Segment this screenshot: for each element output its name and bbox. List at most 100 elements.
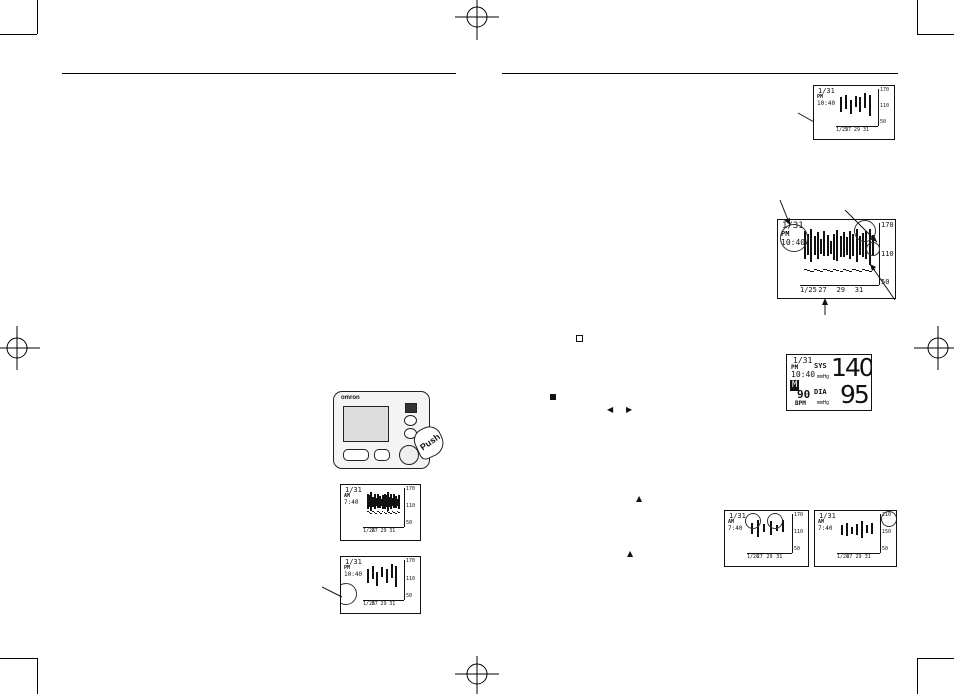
graph-trend-dot	[376, 511, 379, 512]
graph-bar	[763, 524, 766, 533]
scale-label-1: 110	[406, 575, 416, 582]
graph-bar	[371, 496, 374, 507]
x-label-2: 29	[380, 601, 387, 607]
x-label-3: 31	[864, 554, 871, 560]
crop-mark	[37, 0, 38, 34]
device-brand: omron	[341, 395, 360, 401]
highlight-circle	[780, 224, 808, 252]
graph-time: 10:40	[817, 100, 836, 107]
graph-trend-dot	[381, 511, 384, 512]
graph-trend-dot	[849, 271, 853, 272]
graph-trend-dot	[380, 513, 382, 514]
graph-bar	[388, 496, 391, 507]
crop-mark	[0, 658, 37, 659]
graph-trend-dot	[390, 513, 392, 514]
pulse-label: BPM	[795, 400, 806, 407]
scale-label-2: 50	[880, 119, 887, 125]
reading-sys: 140	[831, 354, 872, 382]
graph-bar	[385, 568, 388, 583]
graph-bar	[391, 498, 394, 507]
x-label-0: 1/25	[800, 286, 817, 294]
graph-axis	[879, 223, 880, 285]
graph-trend-dot	[367, 511, 369, 512]
graph-bar	[844, 94, 847, 109]
graph-ampm: AM	[728, 519, 735, 525]
graph-bar	[871, 522, 873, 534]
x-label-3: 31	[863, 127, 870, 133]
graph-bar	[373, 494, 376, 510]
graph-bar	[386, 492, 389, 511]
graph-trend-dot	[396, 511, 399, 512]
graph-bar	[836, 230, 839, 261]
device-illustration: omron Push	[333, 391, 449, 469]
graph-trend-dot	[833, 269, 837, 270]
scale-label-1: 110	[880, 103, 890, 109]
graph-bar	[846, 522, 848, 537]
x-label-1: 27	[756, 554, 763, 560]
highlight-circle	[341, 583, 357, 605]
scale-label-2: 50	[882, 546, 889, 552]
reading-dia: 95	[840, 380, 870, 409]
graph-trend-dot	[378, 512, 381, 513]
graph-bar	[823, 231, 826, 257]
x-label-3: 31	[854, 286, 864, 294]
graph-baseline	[836, 126, 878, 127]
callout-line-left	[322, 586, 343, 598]
x-label-1: 27	[818, 286, 827, 294]
graph-trend-dot	[823, 269, 827, 270]
graph-time: 7:40	[818, 525, 833, 532]
graph-bar	[380, 499, 383, 507]
graph-bar	[840, 97, 842, 112]
graph-time: 7:40	[344, 499, 359, 506]
graph-trend-dot	[371, 511, 374, 512]
graph-axis	[792, 514, 793, 553]
graph-bar	[385, 495, 388, 508]
reading-date: 1/31	[793, 356, 813, 365]
memory-symbol-icon	[550, 394, 556, 400]
graph-axis	[404, 560, 405, 600]
scale-label-0: 170	[406, 558, 416, 564]
graph-trend-dot	[391, 511, 394, 512]
graph-trend-dot	[393, 512, 396, 513]
registration-mark-left	[0, 326, 40, 370]
highlight-circle	[866, 242, 880, 256]
graph-bar	[851, 526, 853, 535]
scale-label-2: 50	[881, 278, 890, 286]
x-label-1: 27	[371, 601, 378, 607]
dia-unit: mmHg	[817, 400, 830, 406]
callout-lines	[779, 112, 896, 315]
graph-trend-dot	[395, 513, 397, 514]
x-label-2: 29	[855, 554, 862, 560]
graph-trend-dot	[804, 269, 808, 270]
x-label-0: 1/26	[363, 528, 376, 534]
x-label-1: 27	[846, 554, 853, 560]
graph-bar	[862, 233, 865, 258]
graph-date: 1/31	[819, 512, 836, 520]
graph-trend-dot	[826, 270, 830, 271]
graph-bar	[367, 568, 369, 583]
graph-trend-dot	[385, 513, 387, 514]
reading-pulse: 90	[797, 388, 811, 401]
graph-bar	[807, 233, 810, 256]
graph-baseline	[800, 285, 879, 286]
graph-bar	[810, 228, 813, 263]
graph-bar	[852, 234, 855, 256]
reading-display: 1/31 PM 10:40 M 90 BPM SYS mmHg 140 DIA …	[786, 354, 872, 411]
graph-trend-dot	[807, 270, 811, 271]
graph-bar	[370, 492, 373, 511]
graph-trend-dot	[370, 513, 372, 514]
graph-bar	[816, 232, 819, 260]
x-label-2: 29	[766, 554, 773, 560]
sys-label: SYS	[814, 362, 827, 370]
x-label-3: 31	[776, 554, 783, 560]
graph-bar	[390, 564, 393, 579]
scale-label-0: 170	[406, 486, 416, 492]
graph-bar	[396, 499, 399, 507]
graph-bar	[826, 235, 829, 257]
graph-bar	[781, 519, 784, 533]
reading-time: 10:40	[791, 370, 816, 379]
